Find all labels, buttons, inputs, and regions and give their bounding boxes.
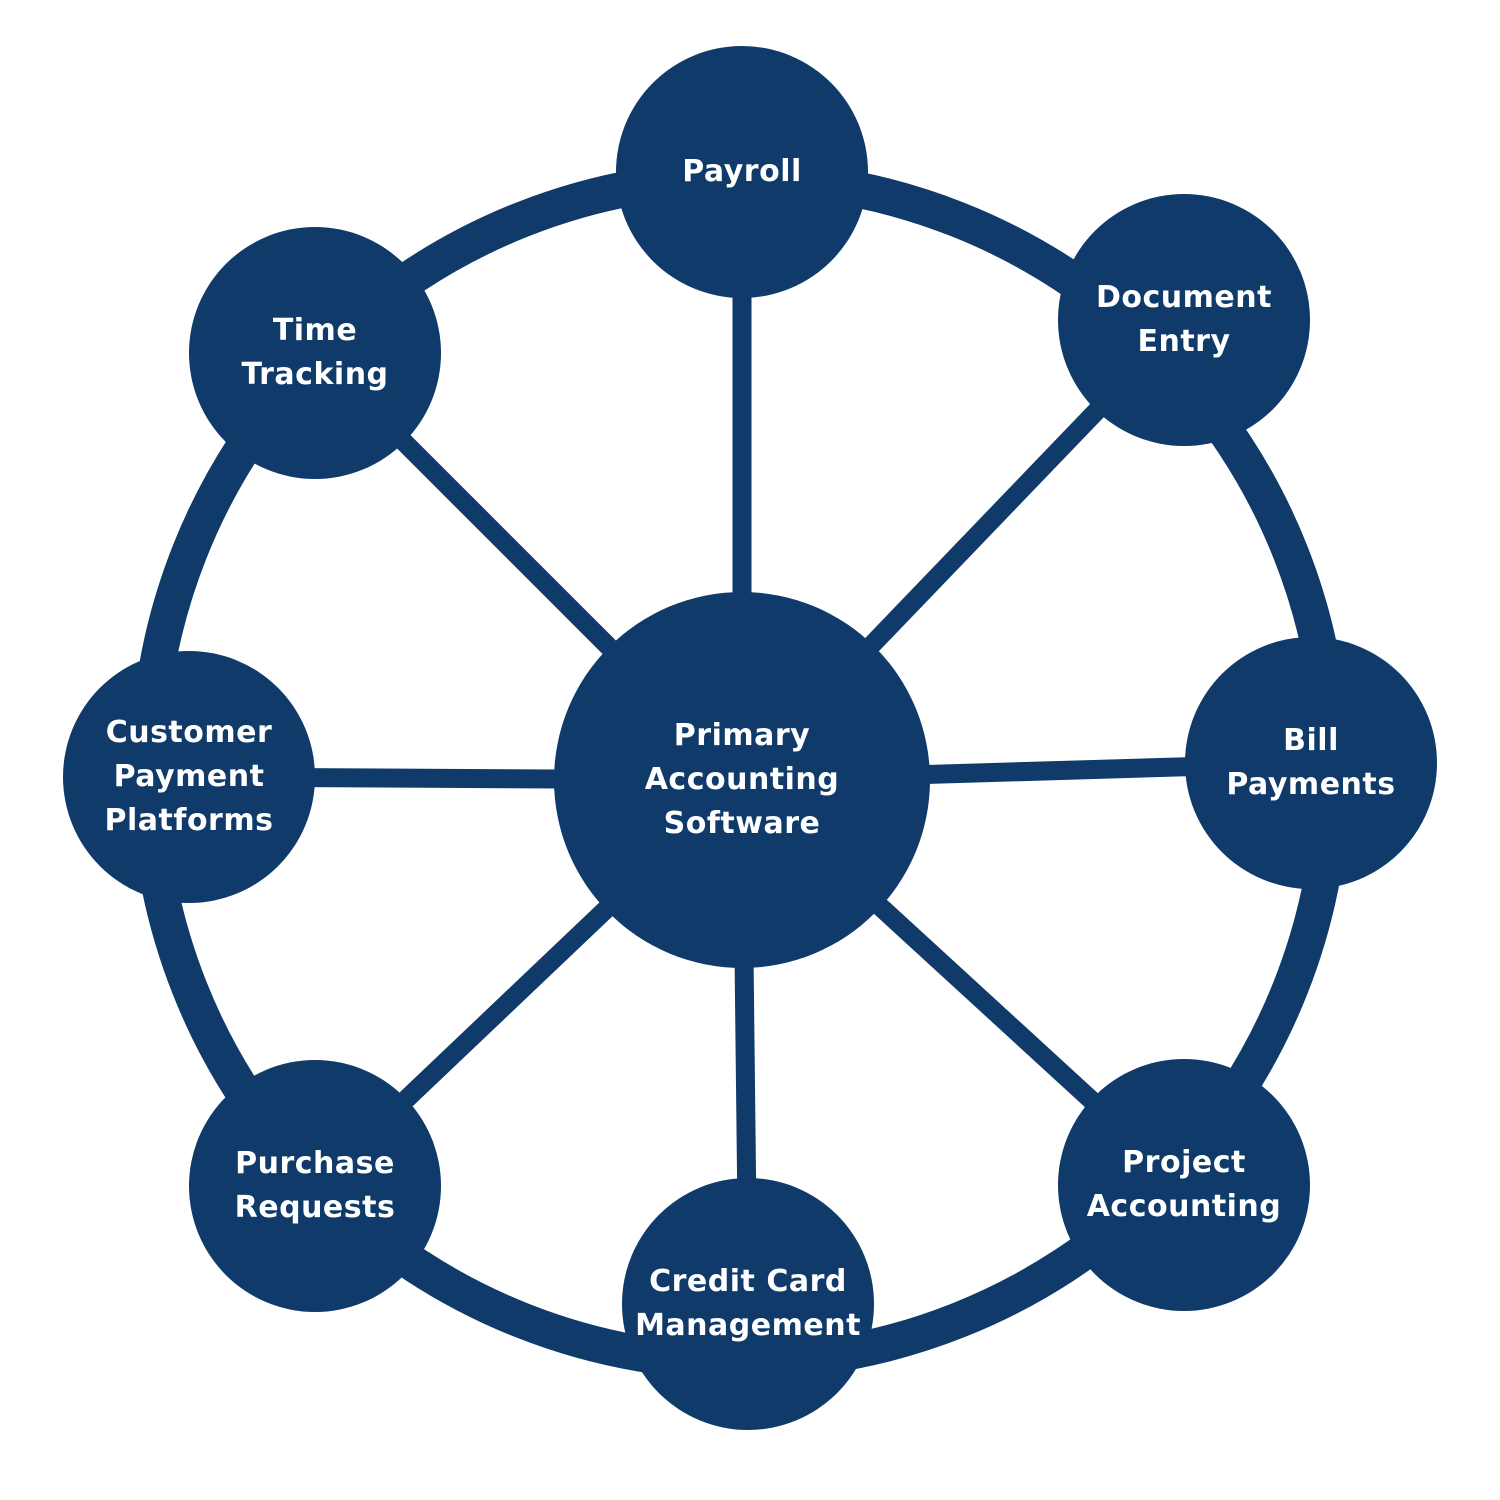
- hub-label: Primary Accounting Software: [554, 592, 930, 968]
- node-label-line: Payments: [1226, 767, 1396, 802]
- node-circle-payroll: [616, 46, 868, 298]
- node-label-payroll: Payroll: [616, 46, 868, 298]
- node-label-line: Purchase: [235, 1146, 395, 1181]
- node-label-purchase-requests: Purchase Requests: [189, 1060, 441, 1312]
- hub-label-line: Accounting: [644, 762, 840, 797]
- node-label-document-entry: Document Entry: [1058, 194, 1310, 446]
- hub-label-line: Primary: [673, 718, 811, 753]
- node-circle-document-entry: [1058, 194, 1310, 446]
- node-circle-time-tracking: [189, 227, 441, 479]
- node-label-line: Management: [635, 1308, 861, 1343]
- node-label-line: Payment: [113, 759, 265, 794]
- node-circle-credit-card-management: [622, 1178, 874, 1430]
- node-label-time-tracking: Time Tracking: [189, 227, 441, 479]
- node-circle-customer-payment-platforms: [63, 651, 315, 903]
- node-label-project-accounting: Project Accounting: [1058, 1059, 1310, 1311]
- node-label-line: Credit Card: [649, 1264, 847, 1299]
- node-label-line: Bill: [1283, 723, 1339, 758]
- node-circle-bill-payments: [1185, 637, 1437, 889]
- node-label-line: Entry: [1137, 324, 1231, 359]
- hub-label-line: Software: [663, 806, 821, 841]
- node-circles: [63, 46, 1437, 1430]
- node-circle-project-accounting: [1058, 1059, 1310, 1311]
- node-label-line: Time: [272, 313, 358, 348]
- node-label-customer-payment-platforms: Customer Payment Platforms: [63, 651, 315, 903]
- node-circle-purchase-requests: [189, 1060, 441, 1312]
- node-label-line: Document: [1096, 280, 1272, 315]
- node-label-line: Requests: [234, 1190, 396, 1225]
- node-label-credit-card-management: Credit Card Management: [622, 1178, 874, 1430]
- node-label-line: Accounting: [1086, 1189, 1282, 1224]
- node-label-line: Customer: [105, 715, 273, 750]
- node-label-line: Payroll: [682, 154, 802, 189]
- node-label-line: Tracking: [241, 357, 389, 392]
- hub-circle: [554, 592, 930, 968]
- node-label-line: Platforms: [104, 803, 274, 838]
- node-label-bill-payments: Bill Payments: [1185, 637, 1437, 889]
- node-label-line: Project: [1122, 1145, 1246, 1180]
